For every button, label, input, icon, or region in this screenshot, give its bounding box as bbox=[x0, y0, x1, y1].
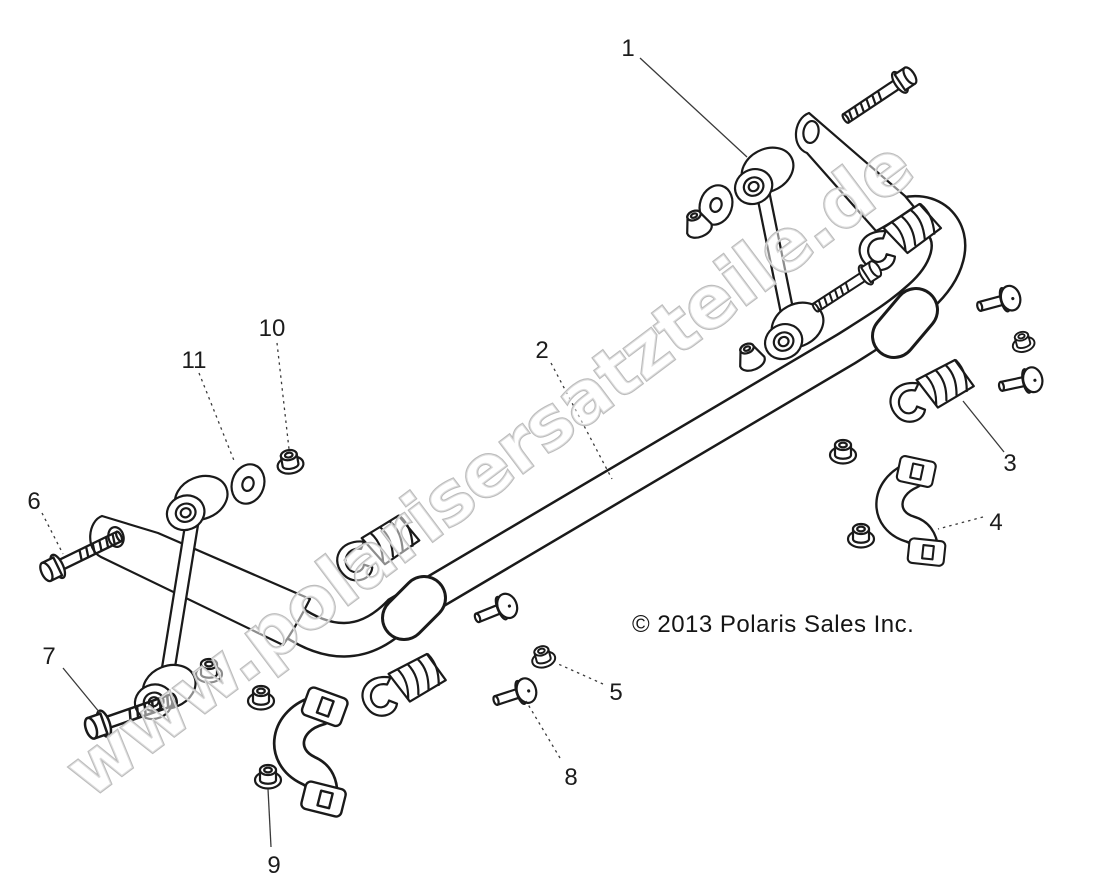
bar-sleeve-left bbox=[381, 575, 447, 641]
flange-nut-right-upper bbox=[828, 438, 858, 465]
bar-sleeve-right bbox=[871, 287, 939, 359]
callout-5-label: 5 bbox=[609, 679, 622, 706]
screw-right-upper bbox=[973, 282, 1025, 321]
leader-7 bbox=[62, 667, 101, 714]
callout-numbers: 1 2 3 4 5 6 7 8 9 10 11 bbox=[27, 35, 1016, 879]
clamp-bracket-right bbox=[884, 452, 948, 572]
callout-8-label: 8 bbox=[564, 764, 577, 791]
leader-8 bbox=[525, 700, 561, 759]
stabilizer-link-right bbox=[722, 137, 835, 367]
callout-7-label: 7 bbox=[42, 643, 55, 670]
ribbed-bushing-loose-right bbox=[882, 355, 980, 427]
leader-2 bbox=[550, 362, 613, 480]
leader-3 bbox=[962, 400, 1005, 453]
ribbed-bushing-loose-bottom bbox=[354, 649, 452, 721]
callout-1-label: 1 bbox=[621, 35, 634, 62]
flange-nut-right-lower bbox=[846, 522, 876, 549]
callout-6-label: 6 bbox=[27, 488, 40, 515]
screw-center-on-bar bbox=[469, 589, 522, 632]
leader-11 bbox=[198, 372, 236, 464]
copyright-text: © 2013 Polaris Sales Inc. bbox=[632, 611, 915, 638]
callout-11-label: 11 bbox=[182, 347, 207, 374]
fitting-nut-right-side bbox=[1008, 328, 1038, 356]
stabilizer-link-left bbox=[124, 467, 237, 726]
callout-2-label: 2 bbox=[535, 337, 548, 364]
link-bushing-left-top bbox=[156, 467, 237, 537]
callout-10-label: 10 bbox=[259, 315, 286, 342]
screw-8 bbox=[488, 674, 541, 715]
leader-10 bbox=[276, 342, 290, 450]
clamp-bracket-bottom-left bbox=[287, 685, 351, 818]
cone-nut-right-bottom bbox=[732, 338, 769, 376]
callout-4-label: 4 bbox=[989, 509, 1002, 536]
leader-9 bbox=[267, 788, 272, 848]
washer-left bbox=[225, 458, 271, 510]
watermark-text: www.polarisersatzteile.de bbox=[50, 123, 928, 813]
screw-right-lower bbox=[995, 364, 1046, 401]
callout-3-label: 3 bbox=[1003, 450, 1016, 477]
fitting-nut-5 bbox=[527, 642, 558, 672]
leader-lines bbox=[41, 57, 1005, 848]
flange-nut-10 bbox=[274, 446, 306, 477]
leader-5 bbox=[555, 662, 604, 685]
leader-1 bbox=[639, 57, 748, 158]
callout-9-label: 9 bbox=[267, 852, 280, 879]
bolt-top-right bbox=[836, 62, 922, 131]
flange-nut-left-lower bbox=[253, 763, 283, 790]
leader-4 bbox=[937, 516, 984, 530]
leader-6 bbox=[41, 512, 64, 555]
